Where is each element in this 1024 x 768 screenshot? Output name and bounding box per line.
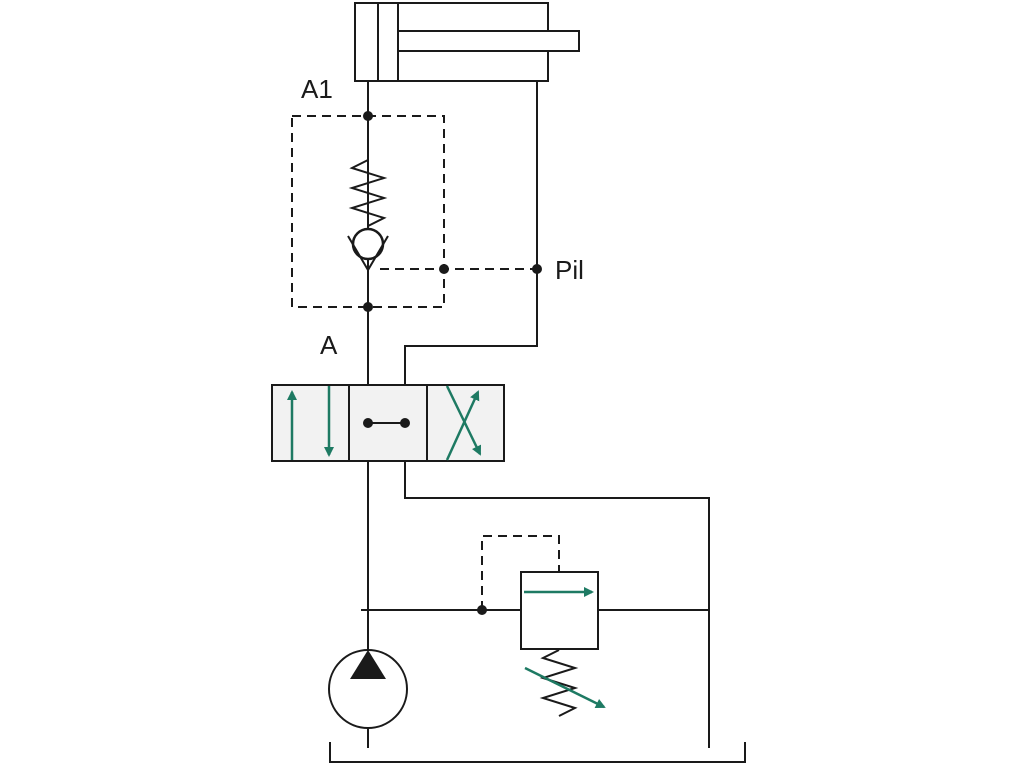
junction-a1	[363, 111, 373, 121]
relief-valve-body	[520, 571, 599, 650]
rod-side-line	[404, 81, 538, 385]
junction-pilot-box	[439, 264, 449, 274]
valve-envelope-left	[271, 384, 350, 462]
pump-triangle-icon	[350, 650, 386, 679]
hydraulic-pump	[328, 649, 408, 729]
adjustable-arrow-icon	[524, 666, 606, 709]
junction-relief	[477, 605, 487, 615]
relief-pilot-line	[481, 535, 560, 610]
cross-arrow-down-icon	[445, 385, 482, 456]
double-acting-cylinder	[354, 2, 580, 82]
tank	[329, 742, 746, 763]
cylinder-piston	[377, 2, 399, 82]
pilot-operated-check-valve	[291, 115, 537, 308]
three-position-directional-valve	[271, 384, 505, 462]
junction-a	[363, 302, 373, 312]
junction-pilot	[532, 264, 542, 274]
relief-spring	[539, 649, 579, 717]
pressure-relief-valve	[361, 535, 709, 717]
check-valve-spring	[348, 159, 388, 227]
check-valve-seat	[347, 235, 389, 272]
junction-valve-right	[400, 418, 410, 428]
check-valve-ball	[351, 227, 385, 261]
cylinder-rod	[397, 30, 580, 52]
label-a: A	[320, 330, 338, 360]
return-line	[404, 461, 710, 748]
cross-arrow-up-icon	[445, 390, 480, 461]
junction-valve-left	[363, 418, 373, 428]
label-a1: A1	[301, 74, 333, 104]
label-pilot: Pil	[555, 255, 584, 285]
junction-dots	[363, 111, 542, 615]
